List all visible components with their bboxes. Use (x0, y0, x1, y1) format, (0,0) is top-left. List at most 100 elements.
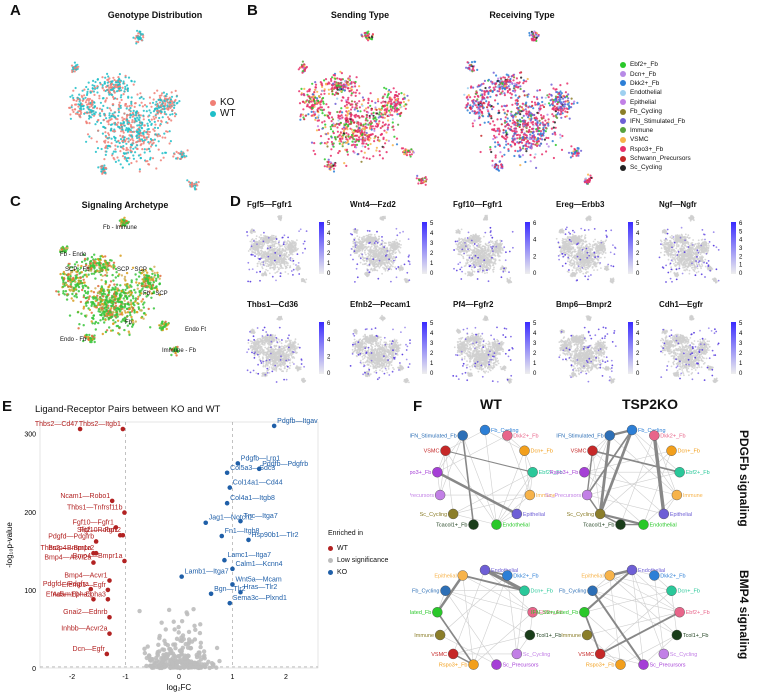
umap-point (154, 103, 157, 106)
umap-point (82, 307, 85, 310)
umap-point (540, 114, 543, 117)
umap-point (471, 125, 475, 128)
umap-point (576, 101, 579, 104)
umap-point (91, 113, 94, 116)
umap-point (111, 80, 114, 83)
umap-point (527, 111, 530, 114)
umap-point (471, 110, 474, 113)
umap-point (498, 133, 501, 136)
umap-point (574, 151, 577, 154)
umap-point (357, 136, 361, 139)
umap-point (99, 114, 102, 118)
umap-point (416, 174, 419, 177)
umap-point (382, 100, 385, 103)
umap-point (337, 151, 340, 155)
umap-point (94, 258, 97, 261)
umap-point (141, 105, 144, 108)
umap-point (120, 320, 123, 323)
legend-dot (620, 155, 626, 162)
umap-point (509, 96, 513, 99)
umap-point (122, 80, 125, 83)
umap-point (525, 101, 528, 104)
umap-point (123, 319, 126, 323)
umap-point (472, 86, 475, 89)
umap-point (135, 281, 138, 284)
umap-point (509, 112, 512, 115)
umap-point (129, 284, 132, 287)
umap-point (89, 336, 92, 340)
umap-point (118, 310, 122, 313)
umap-point (514, 113, 517, 116)
umap-point (559, 133, 562, 136)
umap-point (515, 83, 518, 86)
umap-point (269, 254, 272, 257)
umap-point (399, 101, 402, 104)
umap-point (148, 150, 151, 153)
umap-point (102, 289, 105, 293)
umap-point (137, 40, 140, 44)
umap-point (316, 90, 319, 93)
umap-point (542, 131, 545, 135)
umap-point (407, 99, 410, 102)
umap-point (378, 111, 381, 114)
umap-point (93, 304, 96, 307)
umap-point (92, 259, 96, 262)
umap-point (542, 115, 545, 118)
umap-point (499, 151, 502, 154)
umap-point (113, 298, 116, 301)
umap-point (354, 129, 357, 132)
umap-point (104, 318, 107, 322)
umap-point (112, 288, 115, 291)
umap-point (148, 130, 151, 134)
umap-point (522, 79, 525, 82)
umap-point (73, 295, 76, 298)
umap-point (326, 165, 329, 168)
umap-point (338, 140, 341, 143)
umap-point (313, 105, 316, 108)
umap-point (174, 89, 177, 92)
umap-point (485, 90, 489, 93)
umap-point (348, 75, 351, 78)
umap-point (517, 106, 520, 110)
umap-point (513, 84, 516, 88)
umap-point (321, 109, 324, 112)
umap-point (101, 274, 104, 278)
umap-point (378, 107, 381, 110)
umap-point (156, 275, 160, 279)
umap-point (261, 243, 264, 246)
umap-point (153, 120, 156, 123)
umap-point (121, 166, 124, 169)
umap-point (349, 118, 352, 121)
umap-point (172, 350, 175, 353)
umap-point (138, 137, 141, 140)
umap-point (343, 89, 346, 92)
umap-point (144, 278, 147, 281)
umap-point (156, 103, 159, 106)
umap-point (164, 136, 167, 139)
umap-point (116, 145, 119, 148)
umap-point (161, 102, 164, 105)
umap-point (101, 164, 104, 167)
umap-point (135, 120, 138, 123)
umap-point (258, 246, 261, 249)
umap-point (162, 322, 166, 326)
umap-point (339, 137, 342, 140)
umap-point (544, 119, 547, 122)
umap-point (86, 103, 89, 106)
umap-point (334, 162, 337, 165)
umap-point (145, 274, 148, 277)
umap-point (273, 263, 275, 265)
umap-point (145, 138, 148, 141)
umap-point (383, 111, 386, 114)
legend-label: Dcn+_Fb (630, 70, 657, 78)
umap-point (583, 181, 587, 184)
umap-point (108, 91, 111, 94)
umap-point (480, 110, 484, 114)
legend-item: Dkk2+_Fb (620, 79, 691, 88)
umap-point (321, 85, 324, 88)
umap-point (500, 85, 504, 88)
umap-point (341, 136, 344, 139)
umap-point (333, 83, 336, 86)
umap-point (101, 312, 104, 315)
umap-point (375, 108, 378, 111)
